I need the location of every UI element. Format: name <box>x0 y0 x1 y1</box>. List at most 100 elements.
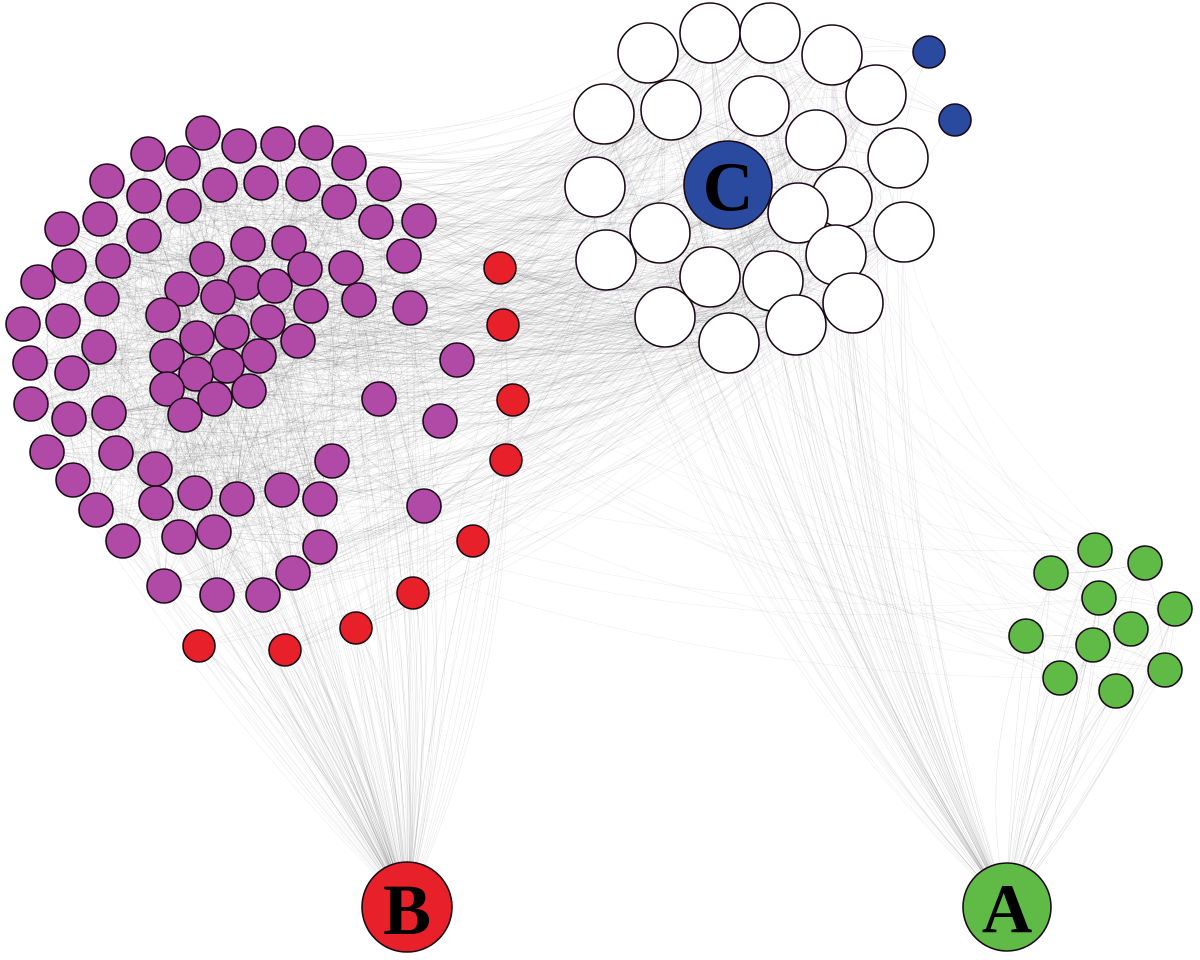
edge <box>386 307 411 908</box>
edge <box>101 145 240 300</box>
edge <box>769 32 1008 908</box>
edge <box>659 157 899 234</box>
white-node <box>801 24 863 86</box>
edge <box>647 52 1100 599</box>
edge <box>647 52 1146 564</box>
edge <box>903 231 1008 908</box>
edge <box>659 232 1008 908</box>
green-node <box>1042 660 1078 696</box>
hub-label: A <box>982 872 1033 949</box>
edge <box>406 540 474 908</box>
edge <box>409 113 605 309</box>
edge <box>258 255 405 357</box>
edge <box>238 145 408 908</box>
edge <box>183 109 672 227</box>
edge <box>406 459 507 908</box>
edge <box>99 218 408 908</box>
edge <box>30 186 596 405</box>
edge <box>155 502 321 548</box>
edge <box>769 32 1008 908</box>
edge <box>236 498 1061 679</box>
edge <box>122 307 411 542</box>
edge <box>214 113 605 400</box>
purple-node <box>214 314 250 350</box>
edge <box>68 418 196 494</box>
edge <box>178 390 250 538</box>
edge <box>143 235 408 908</box>
green-cluster <box>1008 532 1193 709</box>
purple-node <box>51 248 87 284</box>
edge <box>30 342 730 439</box>
edge <box>304 268 458 361</box>
edge <box>383 183 1061 679</box>
edge <box>166 355 408 908</box>
edge <box>101 298 408 908</box>
edge <box>62 320 216 400</box>
edge <box>310 32 771 307</box>
edge <box>216 52 649 596</box>
edge <box>258 351 458 361</box>
edge <box>214 231 905 406</box>
red-node <box>268 633 302 667</box>
edge <box>216 220 420 596</box>
edge <box>262 316 666 596</box>
edge <box>216 143 286 596</box>
edge <box>68 337 198 420</box>
purple-node <box>5 306 41 342</box>
edge <box>108 412 1100 615</box>
white-node <box>822 272 884 334</box>
edge <box>30 52 649 405</box>
edge <box>46 355 168 453</box>
edge <box>378 196 843 400</box>
edge <box>217 142 317 298</box>
purple-node <box>302 529 338 565</box>
green-node <box>1157 591 1193 627</box>
red-node <box>489 443 523 477</box>
edge <box>217 145 240 298</box>
edge <box>46 451 408 908</box>
edge <box>338 201 425 507</box>
edge <box>101 297 458 361</box>
edge <box>236 498 408 908</box>
edge <box>213 398 380 533</box>
hub-circle <box>361 861 453 953</box>
green-node <box>1081 580 1117 616</box>
edge <box>99 145 240 220</box>
edge <box>285 162 350 574</box>
white-node <box>698 312 760 374</box>
edge <box>1006 549 1096 908</box>
edge <box>378 398 423 908</box>
edge <box>95 243 249 511</box>
red-cluster <box>182 251 530 667</box>
edge <box>29 362 165 587</box>
edge <box>106 180 408 908</box>
edge <box>345 186 596 270</box>
edge <box>182 162 385 187</box>
red-node <box>339 611 373 645</box>
edge <box>108 342 730 442</box>
edge <box>155 502 408 908</box>
white-node <box>617 22 679 84</box>
edge <box>267 321 408 908</box>
edge <box>184 414 264 596</box>
edge <box>772 280 1008 908</box>
white-node <box>728 75 790 137</box>
edge <box>267 321 408 908</box>
edge <box>213 531 408 908</box>
purple-node <box>293 288 329 324</box>
edge <box>835 254 1008 908</box>
edge <box>206 142 317 260</box>
edge <box>345 267 408 908</box>
edge <box>772 280 1008 908</box>
white-node <box>679 2 741 64</box>
edge <box>499 105 760 269</box>
edge <box>670 109 1008 908</box>
red-node <box>182 629 216 663</box>
purple-node <box>149 371 185 407</box>
edge <box>68 265 233 333</box>
edge <box>267 321 321 548</box>
edge <box>896 157 1008 908</box>
edge <box>182 162 730 347</box>
purple-node <box>78 492 114 528</box>
edge <box>22 323 408 908</box>
